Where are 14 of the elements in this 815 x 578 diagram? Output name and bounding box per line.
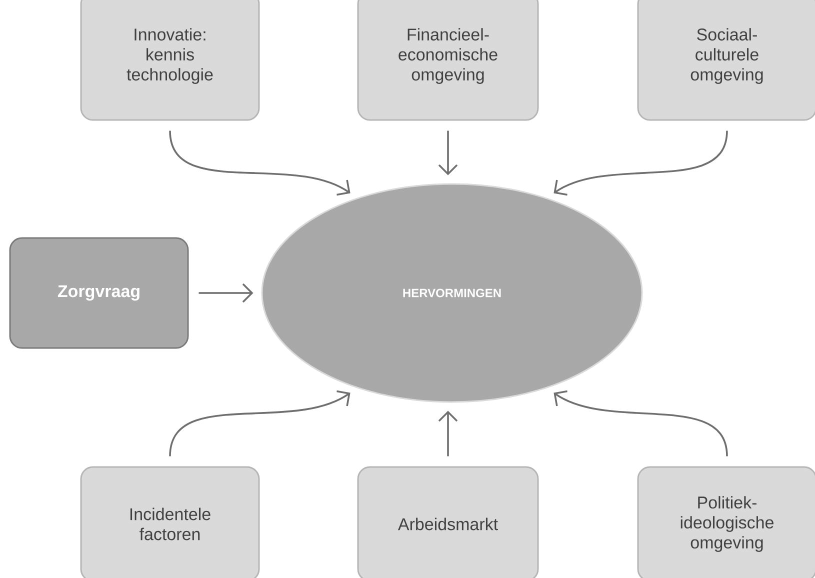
arrow xyxy=(169,130,350,196)
factor-box: Arbeidsmarkt xyxy=(357,466,539,578)
factor-box: Financieel-economische omgeving xyxy=(357,0,539,121)
arrow xyxy=(554,130,728,196)
factor-box: Incidentele factoren xyxy=(80,466,260,578)
factor-box: Zorgvraag xyxy=(9,237,189,349)
factor-box: Innovatie: kennis technologie xyxy=(80,0,260,121)
arrow xyxy=(438,130,458,176)
arrow xyxy=(198,283,254,303)
factor-box: Politiek-ideologische omgeving xyxy=(637,466,815,578)
arrow xyxy=(554,390,728,456)
arrow xyxy=(169,390,350,456)
factor-box: Sociaal-culturele omgeving xyxy=(637,0,815,121)
arrow xyxy=(438,410,458,456)
